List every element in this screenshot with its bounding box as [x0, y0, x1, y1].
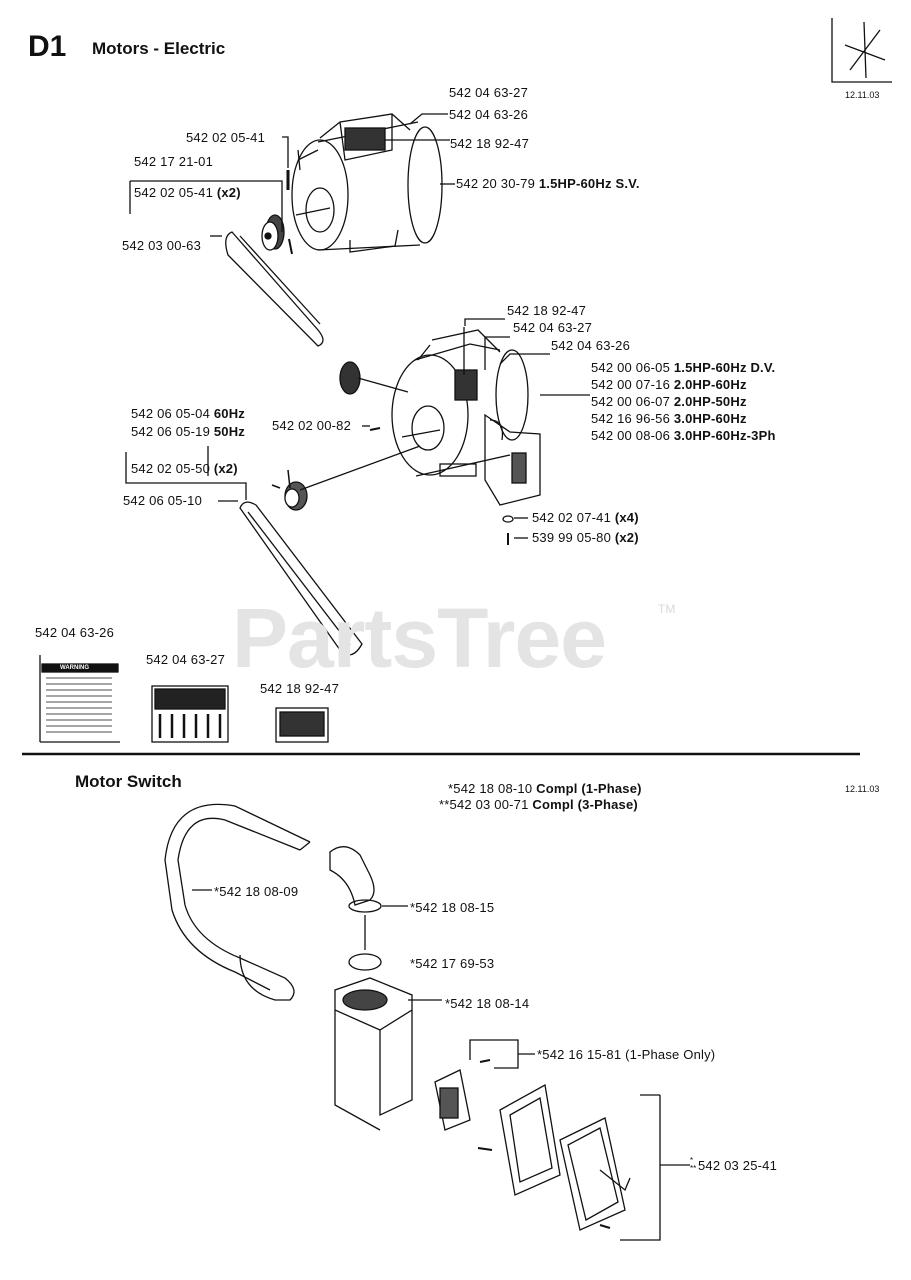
part-label[interactable]: 542 02 05-41 [186, 130, 266, 145]
part-label-with-desc[interactable]: *542 16 15-81 (1-Phase Only) [537, 1047, 715, 1062]
decal-2-drawing [151, 685, 229, 743]
part-description: Compl (1-Phase) [536, 781, 642, 796]
part-label-with-qty[interactable]: 542 02 05-50 (x2) [131, 461, 238, 476]
part-label[interactable]: 542 04 63-27 [513, 320, 593, 335]
part-quantity: (x2) [213, 461, 238, 476]
part-description: Compl (3-Phase) [532, 797, 638, 812]
part-number: 542 20 30-79 [456, 176, 536, 191]
watermark: PartsTree [232, 591, 607, 685]
part-label-with-desc[interactable]: 542 06 05-19 50Hz [131, 424, 245, 439]
watermark-trademark: TM [658, 602, 676, 616]
part-number: 542 02 07-41 [532, 510, 612, 525]
part-number: 542 02 05-50 [131, 461, 211, 476]
part-number: 542 06 05-04 [131, 406, 211, 421]
decal-warning-title: WARNING [60, 665, 89, 671]
part-label[interactable]: 542 03 00-63 [122, 238, 202, 253]
part-number: 542 02 05-41 [134, 185, 214, 200]
part-label[interactable]: 542 03 25-41 [698, 1158, 778, 1173]
motor-2-drawing [239, 327, 541, 656]
part-description: 3.0HP-60Hz-3Ph [673, 428, 776, 443]
part-description: (1-Phase Only) [625, 1047, 716, 1062]
part-label-with-desc[interactable]: 542 20 30-79 1.5HP-60Hz S.V. [456, 176, 640, 191]
motor-variant-3[interactable]: 542 00 06-07 2.0HP-50Hz [591, 394, 747, 409]
part-description: 3.0HP-60Hz [673, 411, 747, 426]
part-label-with-desc[interactable]: 542 06 05-04 60Hz [131, 406, 245, 421]
part-description: 60Hz [213, 406, 245, 421]
box-footnote-marks: * ** [690, 1157, 696, 1173]
motor-variant-5[interactable]: 542 00 08-06 3.0HP-60Hz-3Ph [591, 428, 776, 443]
part-description: 50Hz [213, 424, 245, 439]
part-label-with-qty[interactable]: 542 02 07-41 (x4) [532, 510, 639, 525]
part-label[interactable]: *542 18 08-09 [214, 884, 299, 899]
part-number: **542 03 00-71 [439, 797, 529, 812]
decal-3-drawing [275, 707, 329, 743]
section-title: Motors - Electric [92, 39, 226, 58]
part-label[interactable]: 542 04 63-26 [35, 625, 115, 640]
revision-date-bottom: 12.11.03 [845, 784, 880, 794]
part-number: 539 99 05-80 [532, 530, 612, 545]
decal-1-drawing [39, 655, 120, 743]
part-label[interactable]: 542 04 63-26 [449, 107, 529, 122]
part-number: *542 16 15-81 [537, 1047, 622, 1062]
motor-1-drawing [225, 113, 443, 347]
part-description: 1.5HP-60Hz D.V. [673, 360, 776, 375]
part-quantity: (x2) [614, 530, 639, 545]
part-label[interactable]: 542 18 92-47 [507, 303, 587, 318]
part-number: 542 00 06-07 [591, 394, 671, 409]
part-number: 542 00 06-05 [591, 360, 671, 375]
part-number: 542 00 08-06 [591, 428, 671, 443]
part-label[interactable]: *542 17 69-53 [410, 956, 495, 971]
part-label[interactable]: *542 18 08-14 [445, 996, 530, 1011]
part-quantity: (x4) [614, 510, 639, 525]
part-label[interactable]: 542 02 00-82 [272, 418, 352, 433]
part-description: 2.0HP-50Hz [673, 394, 747, 409]
part-label-with-desc[interactable]: **542 03 00-71 Compl (3-Phase) [439, 797, 638, 812]
part-label[interactable]: 542 04 63-26 [551, 338, 631, 353]
part-label-with-qty[interactable]: 539 99 05-80 (x2) [532, 530, 639, 545]
orientation-gizmo [831, 18, 892, 83]
part-number: 542 06 05-19 [131, 424, 211, 439]
part-label[interactable]: 542 18 92-47 [450, 136, 530, 151]
motor-switch-title: Motor Switch [75, 772, 182, 791]
part-quantity: (x2) [216, 185, 241, 200]
motor-variant-1[interactable]: 542 00 06-05 1.5HP-60Hz D.V. [591, 360, 775, 375]
footnote-single: * [690, 1156, 694, 1165]
part-label[interactable]: 542 06 05-10 [123, 493, 203, 508]
motor-switch-drawing [164, 803, 631, 1231]
revision-date-top: 12.11.03 [845, 90, 880, 100]
section-code: D1 [28, 30, 67, 63]
motor-variant-2[interactable]: 542 00 07-16 2.0HP-60Hz [591, 377, 747, 392]
part-label-with-qty[interactable]: 542 02 05-41 (x2) [134, 185, 241, 200]
part-label[interactable]: *542 18 08-15 [410, 900, 495, 915]
part-number: 542 16 96-56 [591, 411, 671, 426]
part-label[interactable]: 542 04 63-27 [146, 652, 226, 667]
part-label-with-desc[interactable]: *542 18 08-10 Compl (1-Phase) [448, 781, 642, 796]
part-number: *542 18 08-10 [448, 781, 533, 796]
part-label[interactable]: 542 18 92-47 [260, 681, 340, 696]
part-description: 2.0HP-60Hz [673, 377, 747, 392]
part-number: 542 00 07-16 [591, 377, 671, 392]
part-label[interactable]: 542 17 21-01 [134, 154, 214, 169]
motor-variant-4[interactable]: 542 16 96-56 3.0HP-60Hz [591, 411, 747, 426]
footnote-double: ** [690, 1164, 697, 1173]
part-label[interactable]: 542 04 63-27 [449, 85, 529, 100]
part-description: 1.5HP-60Hz S.V. [538, 176, 640, 191]
